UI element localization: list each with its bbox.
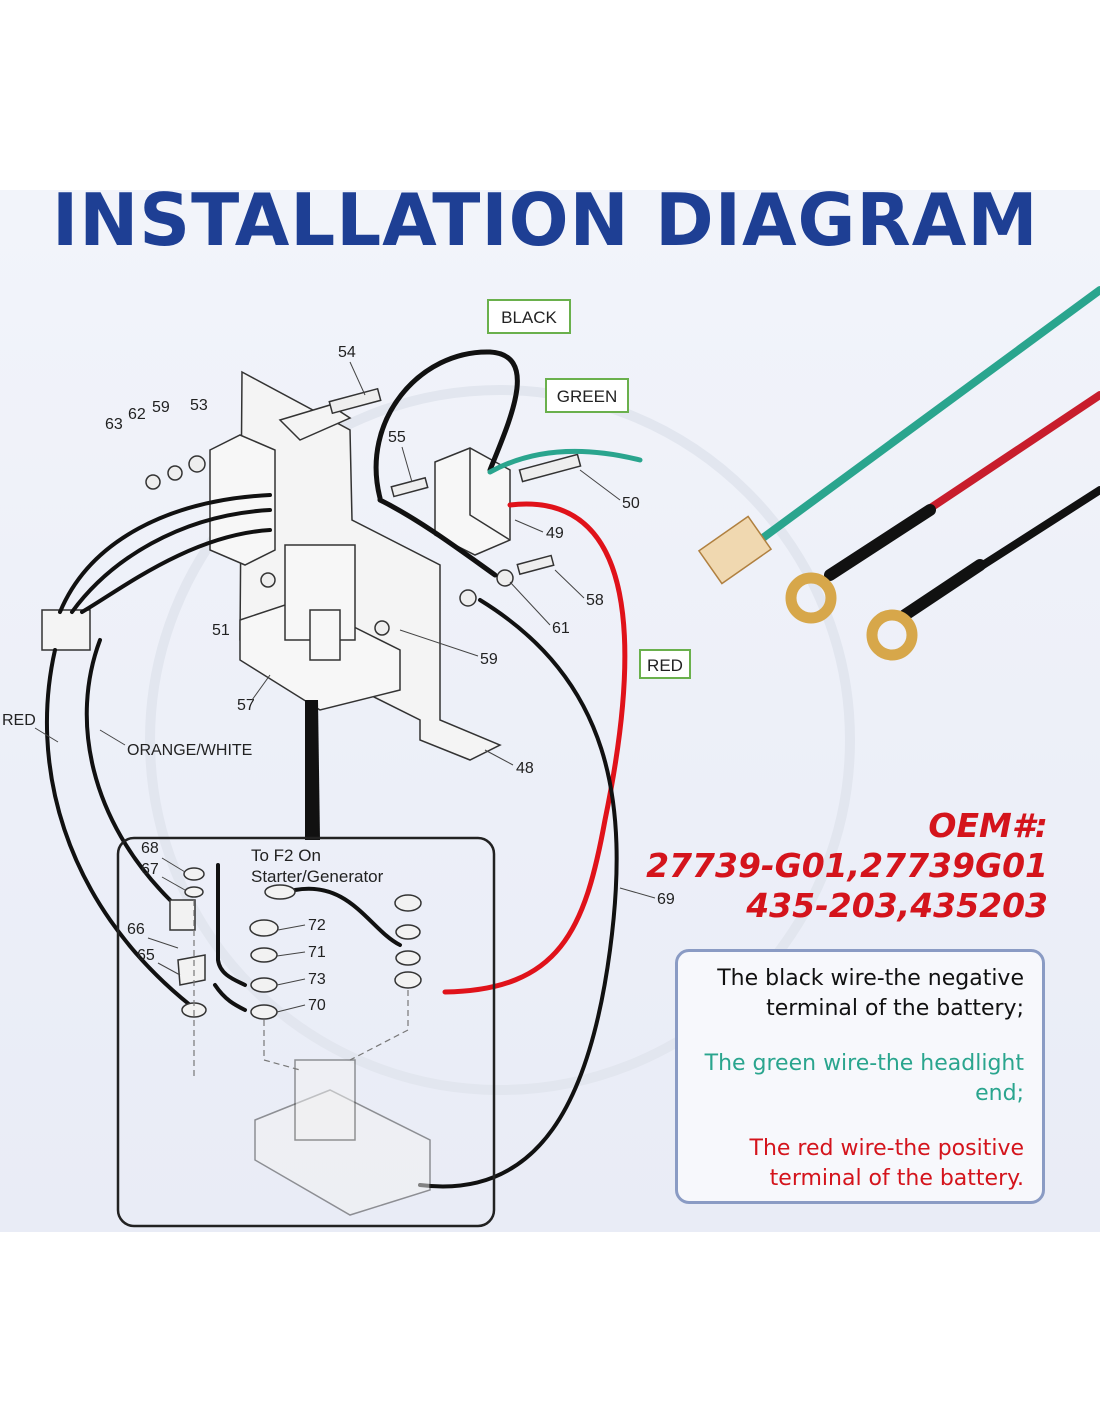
svg-text:GREEN: GREEN — [557, 387, 617, 406]
part-number: 57 — [237, 697, 255, 714]
oem-heading: OEM#: — [928, 806, 1048, 845]
wire-tag-black: BLACK — [487, 299, 571, 334]
terminal-block — [209, 434, 401, 711]
ring-terminal-red — [785, 572, 837, 624]
inset-hardware — [169, 867, 431, 1216]
part-number: 68 — [141, 840, 159, 857]
inset-detail-box — [116, 836, 496, 1228]
wire-notes-box: The black wire-the negative terminal of … — [675, 949, 1045, 1204]
red-wire — [442, 501, 628, 995]
part-number: 55 — [388, 429, 406, 446]
part-number: 61 — [552, 620, 570, 637]
note-red-wire: The red wire-the positive terminal of th… — [749, 1136, 1025, 1191]
part-number: 58 — [586, 592, 604, 609]
wire-tag-red: RED — [639, 649, 691, 679]
part-number: 49 — [546, 525, 564, 542]
spade-connector — [697, 515, 773, 585]
ring-terminal-black — [866, 609, 918, 661]
wires — [45, 349, 643, 1189]
connector-plug — [41, 609, 91, 651]
green-wire — [487, 448, 643, 475]
part-number: 59 — [152, 399, 170, 416]
part-number: 73 — [308, 971, 326, 988]
orange-white-wire — [84, 638, 172, 902]
part-number: 59 — [480, 651, 498, 668]
label-orange-white: ORANGE/WHITE — [127, 742, 252, 759]
inset-note-line1: To F2 On — [251, 846, 321, 865]
part-number: 54 — [338, 344, 356, 361]
oem-line-1: 27739-G01,27739G01 — [646, 846, 1048, 885]
mounting-bracket — [239, 370, 502, 761]
part-number: 70 — [308, 997, 326, 1014]
watermark — [145, 385, 855, 1095]
oem-numbers: OEM#: 27739-G01,27739G01 435-203,435203 — [646, 806, 1048, 926]
pointer — [305, 700, 320, 840]
part-number: 71 — [308, 944, 326, 961]
part-number: 63 — [105, 416, 123, 433]
part-number: 50 — [622, 495, 640, 512]
note-black-wire: The black wire-the negative terminal of … — [717, 966, 1024, 1021]
svg-text:BLACK: BLACK — [501, 308, 557, 327]
screws — [145, 387, 582, 636]
part-number: 72 — [308, 917, 326, 934]
red-side-wire — [45, 648, 192, 1007]
part-number: 66 — [127, 921, 145, 938]
black-wire-top — [373, 349, 520, 501]
label-red: RED — [2, 712, 36, 729]
page-title: INSTALLATION DIAGRAM — [52, 178, 1039, 262]
part-numbers: 54 63 62 59 53 55 50 49 58 61 51 59 57 4… — [105, 344, 675, 1014]
part-number: 69 — [657, 891, 675, 908]
leader-lines — [34, 361, 656, 1013]
wire-tag-green: GREEN — [545, 378, 629, 413]
part-number: 65 — [137, 947, 155, 964]
inset-note-line2: Starter/Generator — [251, 867, 384, 886]
part-number: 48 — [516, 760, 534, 777]
wire-69 — [418, 598, 619, 1189]
part-number: 51 — [212, 622, 230, 639]
cable-assembly — [756, 286, 1100, 621]
voltage-regulator — [434, 447, 511, 556]
note-green-wire: The green wire-the headlight end; — [704, 1051, 1024, 1106]
svg-text:RED: RED — [647, 656, 683, 675]
part-number: 67 — [141, 861, 159, 878]
oem-line-2: 435-203,435203 — [746, 886, 1048, 925]
part-number: 53 — [190, 397, 208, 414]
part-number: 62 — [128, 406, 146, 423]
